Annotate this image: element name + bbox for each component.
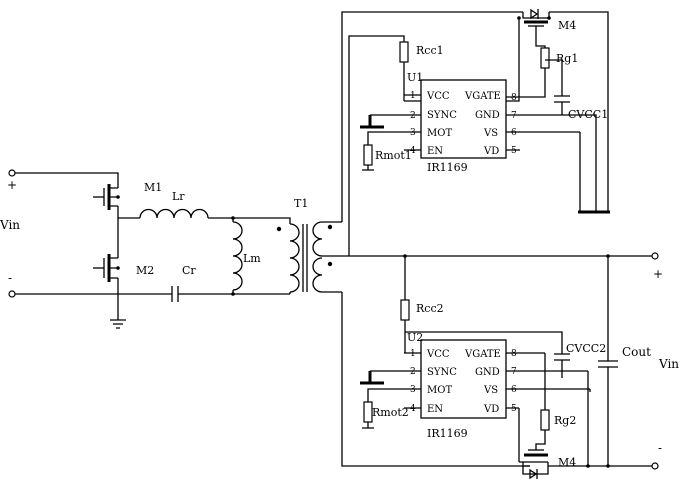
resistor-rcc2: Rcc2	[400, 256, 444, 353]
lm-label: Lm	[243, 252, 261, 265]
rmot2-label: Rmot2	[372, 406, 409, 419]
u1-pin-en: EN	[427, 146, 443, 157]
input-minus-label: -	[8, 271, 12, 285]
u2-pin-en: EN	[427, 404, 443, 415]
u1-pin-6: 6	[511, 128, 517, 138]
resistor-rg2: Rg2	[535, 353, 576, 450]
u1-pin-gnd: GND	[475, 110, 500, 121]
output-vin-label: Vin	[658, 357, 679, 371]
transformer-t1: T1	[233, 197, 342, 294]
top-sr-return-wire	[549, 11, 609, 212]
cr-label: Cr	[182, 264, 196, 277]
u2-pin-sync: SYNC	[427, 367, 457, 378]
capacitor-cout: Cout	[598, 256, 651, 466]
ic-u2: U2 IR1169 1 2 3 4 VCC SYNC MOT EN 8 7 6 …	[404, 331, 590, 440]
u2-pin-gnd: GND	[475, 367, 500, 378]
input-vin-label: Vin	[0, 218, 20, 232]
u1-pin-mot: MOT	[427, 128, 452, 139]
u2-pin-7: 7	[511, 367, 517, 377]
resistor-rmot1: Rmot1	[362, 131, 412, 171]
mosfet-m2: M2	[93, 232, 154, 329]
output-plus-terminal	[651, 252, 659, 260]
mosfet-m4-bottom: M4	[518, 408, 576, 480]
u1-pin-2: 2	[410, 111, 416, 121]
resistor-rcc1: Rcc1	[348, 35, 444, 256]
m1-label: M1	[144, 181, 162, 194]
output-minus-label: -	[658, 441, 662, 455]
u2-pin-6: 6	[511, 385, 517, 395]
u2-name: IR1169	[427, 427, 468, 440]
capacitor-cvcc1: CVCC1	[545, 59, 608, 121]
u2-pin-vcc: VCC	[426, 349, 450, 360]
u2-pin-vd: VD	[483, 404, 499, 415]
m2-label: M2	[136, 264, 154, 277]
u1-pin-7: 7	[511, 111, 517, 121]
u1-pin-8: 8	[511, 93, 517, 103]
rg2-label: Rg2	[554, 414, 576, 427]
u1-sync-ground-icon	[360, 115, 384, 129]
rg1-label: Rg1	[556, 52, 578, 65]
rcc2-label: Rcc2	[416, 302, 444, 315]
u2-sync-ground-icon	[360, 371, 384, 385]
u1-name: IR1169	[427, 161, 468, 174]
lr-label: Lr	[172, 190, 185, 203]
output-negative-rail: - Vin	[341, 292, 679, 470]
input-plus-terminal	[8, 169, 16, 177]
u1-pin-vcc: VCC	[426, 91, 450, 102]
u1-pin-vs: VS	[483, 128, 498, 139]
cout-label: Cout	[622, 345, 651, 359]
u2-pin-3: 3	[410, 385, 416, 395]
u1-pin-vd: VD	[483, 146, 499, 157]
u2-pin-1: 1	[410, 349, 416, 359]
output-positive-rail: +	[342, 252, 663, 281]
u2-pin-8: 8	[511, 349, 517, 359]
u1-pin-5: 5	[511, 146, 517, 156]
rcc1-label: Rcc1	[416, 44, 444, 57]
u1-ref: U1	[407, 71, 423, 84]
u1-gnd-wire	[562, 114, 597, 212]
u1-pin-vgate: VGATE	[464, 91, 501, 102]
mosfet-m1: M1	[93, 181, 162, 232]
u1-pin-1: 1	[410, 91, 416, 101]
u2-ref: U2	[407, 331, 423, 344]
u2-pin-vs: VS	[483, 385, 498, 396]
cvcc2-label: CVCC2	[566, 342, 606, 355]
input-positive-rail	[15, 172, 119, 183]
u2-pin-2: 2	[410, 367, 416, 377]
u1-body	[420, 79, 507, 159]
input-terminals: + Vin -	[0, 169, 172, 298]
rmot1-label: Rmot1	[375, 149, 412, 162]
input-plus-label: +	[7, 178, 17, 192]
u2-pin-4: 4	[410, 404, 416, 414]
primary-ground-icon	[110, 319, 126, 329]
u1-pin-3: 3	[410, 128, 416, 138]
u1-pin-4: 4	[410, 146, 416, 156]
u2-pin-mot: MOT	[427, 385, 452, 396]
inductor-lm: Lm	[231, 216, 261, 296]
output-plus-label: +	[653, 267, 663, 281]
u2-pin-5: 5	[511, 404, 517, 414]
t1-label: T1	[294, 197, 308, 210]
input-minus-terminal	[8, 290, 16, 298]
resistor-rmot2: Rmot2	[362, 388, 409, 429]
ic-u1: U1 IR1169 1 2 3 4 VCC SYNC MOT EN 8 7 6 …	[403, 71, 580, 174]
inductor-lr: Lr	[139, 190, 233, 219]
capacitor-cvcc2: CVCC2	[405, 331, 606, 378]
u2-pin-vgate: VGATE	[464, 349, 501, 360]
capacitor-cr: Cr	[171, 264, 290, 302]
u2-body	[420, 339, 507, 419]
m4-top-label: M4	[558, 19, 576, 32]
u1-pin-sync: SYNC	[427, 110, 457, 121]
output-minus-terminal	[651, 462, 659, 470]
resistor-rg1: Rg1	[520, 34, 578, 98]
top-secondary-wire	[341, 11, 523, 222]
m4-bottom-label: M4	[558, 456, 576, 469]
